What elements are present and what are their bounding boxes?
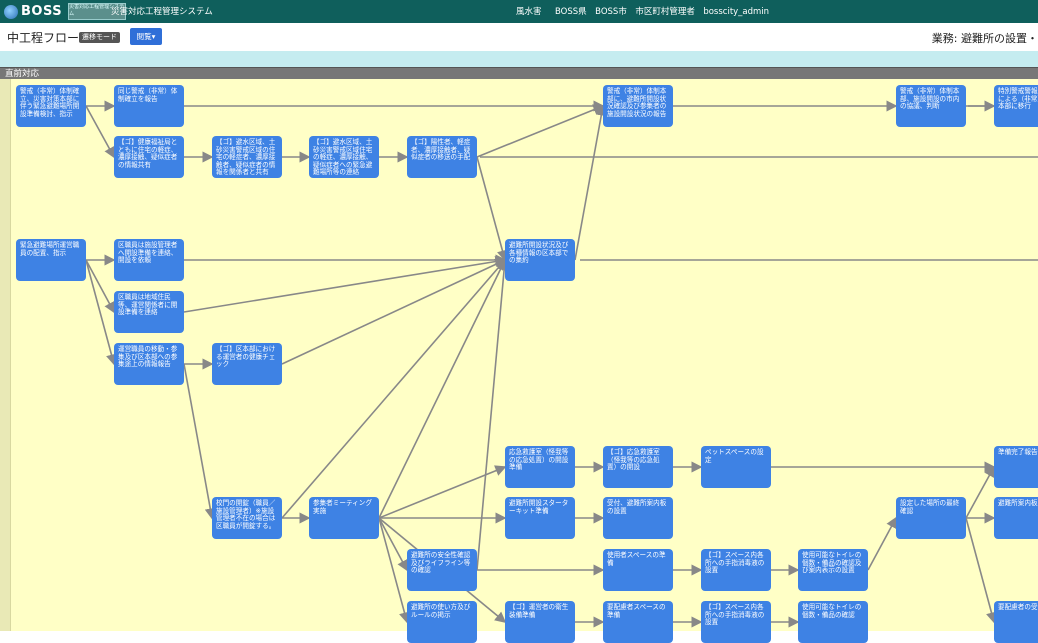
user-org-info: BOSS県 BOSS市 市区町村管理者 bosscity_admin	[555, 7, 770, 17]
process-node[interactable]: 応急救護室（怪我等の応急処置）の開設準備	[505, 446, 575, 488]
flow-edge	[476, 258, 510, 571]
process-node[interactable]: 同じ警戒（非常）体制確立を報告	[114, 85, 184, 127]
view-dropdown-button[interactable]: 閲覧▾	[130, 28, 162, 45]
swimlane-title: 直前対応	[5, 69, 40, 79]
swimlane-stripe	[0, 79, 11, 631]
logo-subtitle: 災害対応工程管理システム	[68, 3, 127, 20]
swimlane-header: 直前対応	[0, 67, 1038, 80]
system-name: 災害対応工程管理システム	[111, 7, 213, 17]
process-node[interactable]: 緊急避難場所運営職員の配置、指示	[16, 239, 86, 281]
process-node[interactable]: 準備完了報告	[994, 446, 1038, 488]
disaster-type: 風水害	[516, 7, 542, 17]
flow-edge	[378, 465, 507, 519]
process-node[interactable]: 区職員は施設管理者へ開設準備を連絡、開設を依頼	[114, 239, 184, 281]
process-node[interactable]: 要配慮者スペースの準備	[603, 601, 673, 643]
info-band	[0, 51, 1038, 67]
flow-edge	[183, 256, 507, 313]
process-node[interactable]: 避難所案内板の設置	[994, 497, 1038, 539]
process-node[interactable]: 区職員は地域住民等、運営関係者に開設準備を連絡	[114, 291, 184, 333]
process-node[interactable]: 【ゴ】区本部における運営者の健康チェック	[212, 343, 282, 385]
process-node[interactable]: 【ゴ】避水区域、土砂災害警戒区域住宅の軽症、濃厚接触、疑似症者への緊急避難場所等…	[309, 136, 379, 178]
page-title: 中工程フロー	[7, 31, 80, 45]
process-node[interactable]: 受付、避難所案内板の設置	[603, 497, 673, 539]
flow-edge	[476, 156, 508, 262]
process-node[interactable]: 参集者ミーティング実施	[309, 497, 379, 539]
flow-edge	[183, 363, 216, 520]
process-node[interactable]: 使用可能なトイレの個数・備品の確認	[798, 601, 868, 643]
process-node[interactable]: 警戒（非常）体制確立、災害対策本部に伴う緊急避難場所開設準備検討、指示	[16, 85, 86, 127]
flow-edge	[281, 258, 507, 519]
flow-edge	[965, 465, 995, 519]
process-node[interactable]: 避難所の使い方及びルールの掲示	[407, 601, 477, 643]
flow-edge	[476, 104, 605, 158]
process-node[interactable]: 【ゴ】陽性者、軽症者、濃厚接触者、疑似症者の移送の手配	[407, 136, 477, 178]
globe-logo-icon	[4, 4, 18, 19]
flow-edge	[965, 517, 997, 624]
process-node[interactable]: 使用者スペースの準備	[603, 549, 673, 591]
flow-edge	[85, 259, 115, 314]
process-node[interactable]: 避難所開設スターターキット準備	[505, 497, 575, 539]
flow-canvas[interactable]: 警戒（非常）体制確立、災害対策本部に伴う緊急避難場所開設準備検討、指示同じ警戒（…	[0, 79, 1038, 643]
business-label: 業務: 避難所の設置・	[931, 32, 1038, 45]
process-node[interactable]: 運営職員の移動・参集及び区本部への参集途上の情報報告	[114, 343, 184, 385]
flow-edge	[85, 259, 117, 366]
flow-edges	[85, 100, 1038, 628]
process-node[interactable]: 【ゴ】避水区域、土砂災害警戒区域の住宅の軽症者、濃厚接触者、疑似症者の情報を関係…	[212, 136, 282, 178]
process-node[interactable]: 警戒（非常）体制本部、施設開設の市内の協議、判断	[896, 85, 966, 127]
process-node[interactable]: 設定した場所の最終確認	[896, 497, 966, 539]
process-node[interactable]: 【ゴ】健康福祉局とともに住宅の軽症、濃厚接触、疑似症者の情報共有	[114, 136, 184, 178]
flow-edge	[281, 258, 507, 365]
app-logo[interactable]: BOSS 災害対応工程管理システム	[4, 2, 127, 21]
flow-edge	[85, 105, 115, 159]
process-node[interactable]: 警戒（非常）体制本部に、避難所開設状況確認及び参集者の施設開設状況の報告	[603, 85, 673, 127]
flow-edge	[378, 517, 410, 624]
flow-edge	[574, 104, 607, 261]
page-toolbar: 中工程フロー 遷移モード 閲覧▾ 業務: 避難所の設置・	[0, 23, 1038, 51]
process-node[interactable]: 【ゴ】運営者の衛生装備準備	[505, 601, 575, 643]
process-node[interactable]: 使用可能なトイレの個数・備品の確認及び案内表示の設置	[798, 549, 868, 591]
process-node[interactable]: 避難所開設状況及び各種情報の区本部での集約	[505, 239, 575, 281]
flow-edge	[378, 258, 506, 519]
logo-text: BOSS	[21, 4, 63, 19]
process-node[interactable]: ペットスペースの設定	[701, 446, 771, 488]
flow-edge	[867, 516, 897, 571]
process-node[interactable]: 避難所の安全性確認及びライフライン等の確認	[407, 549, 477, 591]
process-node[interactable]: 校門の開錠（職員／施設管理者）※施設管理者不在の場合は区職員が開錠する。	[212, 497, 282, 539]
process-node[interactable]: 【ゴ】応急救護室（怪我等の応急処置）の開設	[603, 446, 673, 488]
flow-edge	[378, 517, 408, 572]
process-node[interactable]: 【ゴ】スペース内各所への手指消毒液の設置	[701, 549, 771, 591]
app-header: BOSS 災害対応工程管理システム 災害対応工程管理システム 風水害 BOSS県…	[0, 0, 1038, 23]
mode-badge: 遷移モード	[79, 32, 120, 43]
process-node[interactable]: 【ゴ】スペース内各所への手指消毒液の設置	[701, 601, 771, 643]
process-node[interactable]: 要配慮者の受	[994, 601, 1038, 643]
process-node[interactable]: 特別警戒警報水位等による（非常）体制本部に移行	[994, 85, 1038, 127]
